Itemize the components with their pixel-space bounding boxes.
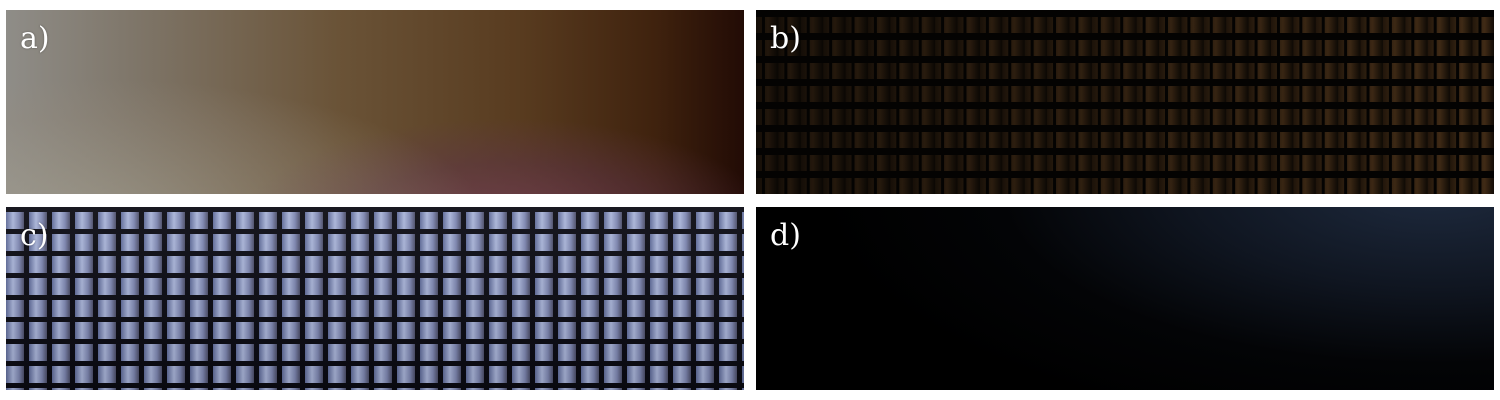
- panel-c-grid-pattern: [6, 207, 744, 390]
- panel-b-shading: [756, 10, 1494, 194]
- panel-b-label: b): [770, 21, 801, 56]
- panel-c-label: c): [20, 218, 49, 253]
- panel-b-image: b): [756, 10, 1494, 194]
- panel-a-image: a): [6, 10, 744, 194]
- panel-c-image: c): [6, 207, 744, 390]
- panel-d-label: d): [770, 218, 801, 253]
- panel-d-image: d): [756, 207, 1494, 390]
- panel-c-tint: [6, 207, 744, 390]
- panel-a-label: a): [20, 21, 50, 56]
